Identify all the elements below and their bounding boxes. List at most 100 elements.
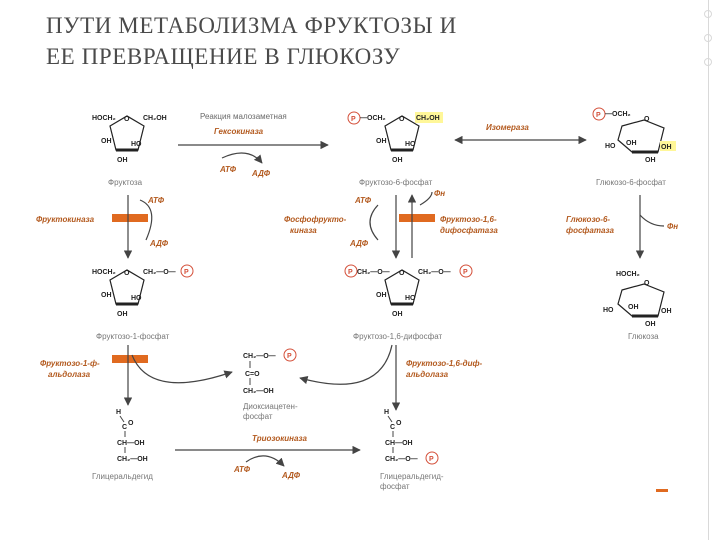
cofactor-atp: АТФ <box>147 196 165 205</box>
title-line-1: ПУТИ МЕТАБОЛИЗМА ФРУКТОЗЫ И <box>46 13 457 38</box>
label-f6p: Фруктозо-6-фосфат <box>359 178 433 187</box>
label-fructose: Фруктоза <box>108 178 143 187</box>
formula-hoch2: HOCH₂ <box>616 271 640 278</box>
glucose-structure: HOCH₂ O OH HO OH OH <box>603 271 672 328</box>
cofactor-atp: АТФ <box>354 196 372 205</box>
formula-ho: HO <box>605 143 616 150</box>
formula-oh: OH <box>645 157 656 164</box>
cofactor-adp: АДФ <box>251 169 271 178</box>
formula-ch2oh: CH₂OH <box>143 115 167 122</box>
formula-ch2-oh: CH₂—OH <box>243 388 274 395</box>
furanose-ring <box>109 115 145 151</box>
formula-ho: HO <box>131 141 142 148</box>
formula-hoch2: HOCH₂ <box>92 269 116 276</box>
formula-ho: HO <box>405 141 416 148</box>
formula-ch2o: CH₂—O— <box>418 269 451 276</box>
formula-oh: OH <box>626 140 637 147</box>
formula-och2: —OCH₂ <box>605 111 631 118</box>
formula-ho: HO <box>131 295 142 302</box>
ring-oxygen: O <box>399 270 405 277</box>
formula-oh: OH <box>117 157 128 164</box>
enzyme-fbpase-line2: дифосфатаза <box>440 226 498 235</box>
f16bp-structure: P CH₂—O— CH₂—O— P O HO OH OH <box>344 264 473 318</box>
label-glucose: Глюкоза <box>628 332 659 341</box>
formula-ch2oh: CH₂OH <box>416 115 440 122</box>
gap-structure: H C O CH—OH CH₂—O— P <box>384 409 439 465</box>
phosphate-circle: P <box>351 116 356 123</box>
formula-oh: OH <box>661 144 672 151</box>
cofactor-adp: АДФ <box>349 239 369 248</box>
g6p-structure: P —OCH₂ O OH HO OH OH <box>592 107 676 164</box>
formula-och2: CH₂—O— <box>357 269 390 276</box>
enzyme-g6pase-line2: фосфатаза <box>566 226 614 235</box>
formula-oh: OH <box>628 304 639 311</box>
formula-o: O <box>128 420 134 427</box>
block-bar <box>399 214 435 222</box>
ring-oxygen: O <box>399 116 405 123</box>
label-gap-line2: фосфат <box>380 482 410 491</box>
formula-oh: OH <box>645 321 656 328</box>
formula-oh: OH <box>661 308 672 315</box>
formula-oh: OH <box>101 292 112 299</box>
fructose-structure: HOCH₂ CH₂OH O HO OH OH <box>92 115 167 164</box>
formula-ch2op: CH₂—O— <box>243 353 276 360</box>
dhap-structure: CH₂—O— P C=O CH₂—OH <box>243 348 297 395</box>
label-f16bp: Фруктозо-1,6-дифосфат <box>353 332 442 341</box>
formula-ch2-o: CH₂—O— <box>385 456 418 463</box>
f6p-structure: P —OCH₂ CH₂OH O HO OH OH <box>347 111 443 164</box>
ring-oxygen: O <box>644 116 650 123</box>
cofactor-pi: Фн <box>667 222 678 231</box>
formula-oh: OH <box>392 157 403 164</box>
formula-ch-oh: CH—OH <box>385 440 413 447</box>
enzyme-fbp-aldolase-line2: альдолаза <box>406 370 449 379</box>
label-g6p: Глюкозо-6-фосфат <box>596 178 666 187</box>
phosphate-circle: P <box>429 456 434 463</box>
title-line-2: ЕЕ ПРЕВРАЩЕНИЕ В ГЛЮКОЗУ <box>46 44 401 69</box>
formula-hoch2: HOCH₂ <box>92 115 116 122</box>
cofactor-atp: АТФ <box>219 165 237 174</box>
label-f1p: Фруктозо-1-фосфат <box>96 332 170 341</box>
f1p-structure: HOCH₂ CH₂—O— P O HO OH OH <box>92 264 194 318</box>
phosphate-circle: P <box>348 269 353 276</box>
formula-oh: OH <box>392 311 403 318</box>
cofactor-atp: АТФ <box>233 465 251 474</box>
phosphate-circle: P <box>463 269 468 276</box>
block-bar <box>112 355 148 363</box>
enzyme-pfk-line1: Фосфофрукто- <box>284 215 347 224</box>
ring-oxygen: O <box>124 270 130 277</box>
label-dhap-line2: фосфат <box>243 412 273 421</box>
formula-ch2-oh: CH₂—OH <box>117 456 148 463</box>
cofactor-pi: Фн <box>434 189 445 198</box>
enzyme-fbp-aldolase-line1: Фруктозо-1,6-диф- <box>406 359 483 368</box>
formula-ch2o: CH₂—O— <box>143 269 176 276</box>
formula-oh: OH <box>376 292 387 299</box>
phosphate-circle: P <box>596 112 601 119</box>
formula-ho: HO <box>603 307 614 314</box>
formula-ch-oh: CH—OH <box>117 440 145 447</box>
label-glyceraldehyde: Глицеральдегид <box>92 472 153 481</box>
formula-oh: OH <box>376 138 387 145</box>
label-gap-line1: Глицеральдегид- <box>380 472 444 481</box>
enzyme-fructokinase: Фруктокиназа <box>36 215 95 224</box>
phosphate-circle: P <box>287 353 292 360</box>
slide-title: ПУТИ МЕТАБОЛИЗМА ФРУКТОЗЫ И ЕЕ ПРЕВРАЩЕН… <box>46 10 646 72</box>
enzyme-fbpase-line1: Фруктозо-1,6- <box>440 215 497 224</box>
ring-oxygen: O <box>644 280 650 287</box>
slide-frame-line <box>708 0 709 540</box>
block-bar <box>112 214 148 222</box>
enzyme-pfk-line2: киназа <box>290 226 317 235</box>
label-reaction-note: Реакция малозаметная <box>200 112 287 121</box>
enzyme-f1p-aldolase-line2: альдолаза <box>48 370 91 379</box>
formula-oh: OH <box>101 138 112 145</box>
corner-mark <box>656 489 668 492</box>
enzyme-triosekinase: Триозокиназа <box>252 434 308 443</box>
formula-och2: —OCH₂ <box>360 115 386 122</box>
formula-ho: HO <box>405 295 416 302</box>
formula-c: C <box>122 424 127 431</box>
formula-c: C <box>390 424 395 431</box>
formula-h: H <box>116 409 121 416</box>
ring-oxygen: O <box>124 116 130 123</box>
formula-h: H <box>384 409 389 416</box>
slide-frame-decoration <box>704 10 712 66</box>
